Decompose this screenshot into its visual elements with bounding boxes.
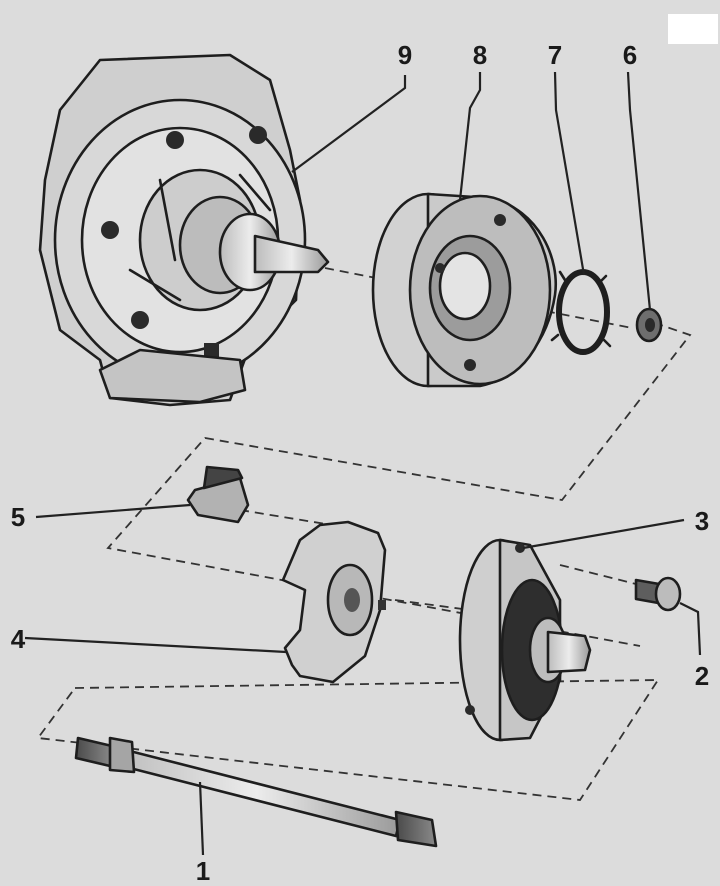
part-1-shaft [74, 736, 438, 848]
callout-3: 3 [695, 506, 709, 536]
callout-labels: 9 8 7 6 5 4 3 2 1 [11, 40, 709, 886]
callout-4: 4 [11, 624, 26, 654]
part-5-key [186, 465, 250, 524]
part-2-bolt [634, 576, 682, 612]
part-6-nut [635, 307, 663, 343]
part-9-compressor-body [38, 53, 330, 407]
callout-2: 2 [695, 661, 709, 691]
callout-1: 1 [196, 856, 210, 886]
part-7-snap-ring [550, 269, 612, 355]
part-3-flange [458, 538, 592, 742]
white-corner-patch [668, 14, 718, 44]
callout-7: 7 [548, 40, 562, 70]
part-8-pulley [371, 192, 558, 388]
callout-8: 8 [473, 40, 487, 70]
leader-lines [24, 71, 702, 856]
callout-9: 9 [398, 40, 412, 70]
part-4-hub [281, 520, 387, 684]
callout-5: 5 [11, 502, 25, 532]
callout-6: 6 [623, 40, 637, 70]
